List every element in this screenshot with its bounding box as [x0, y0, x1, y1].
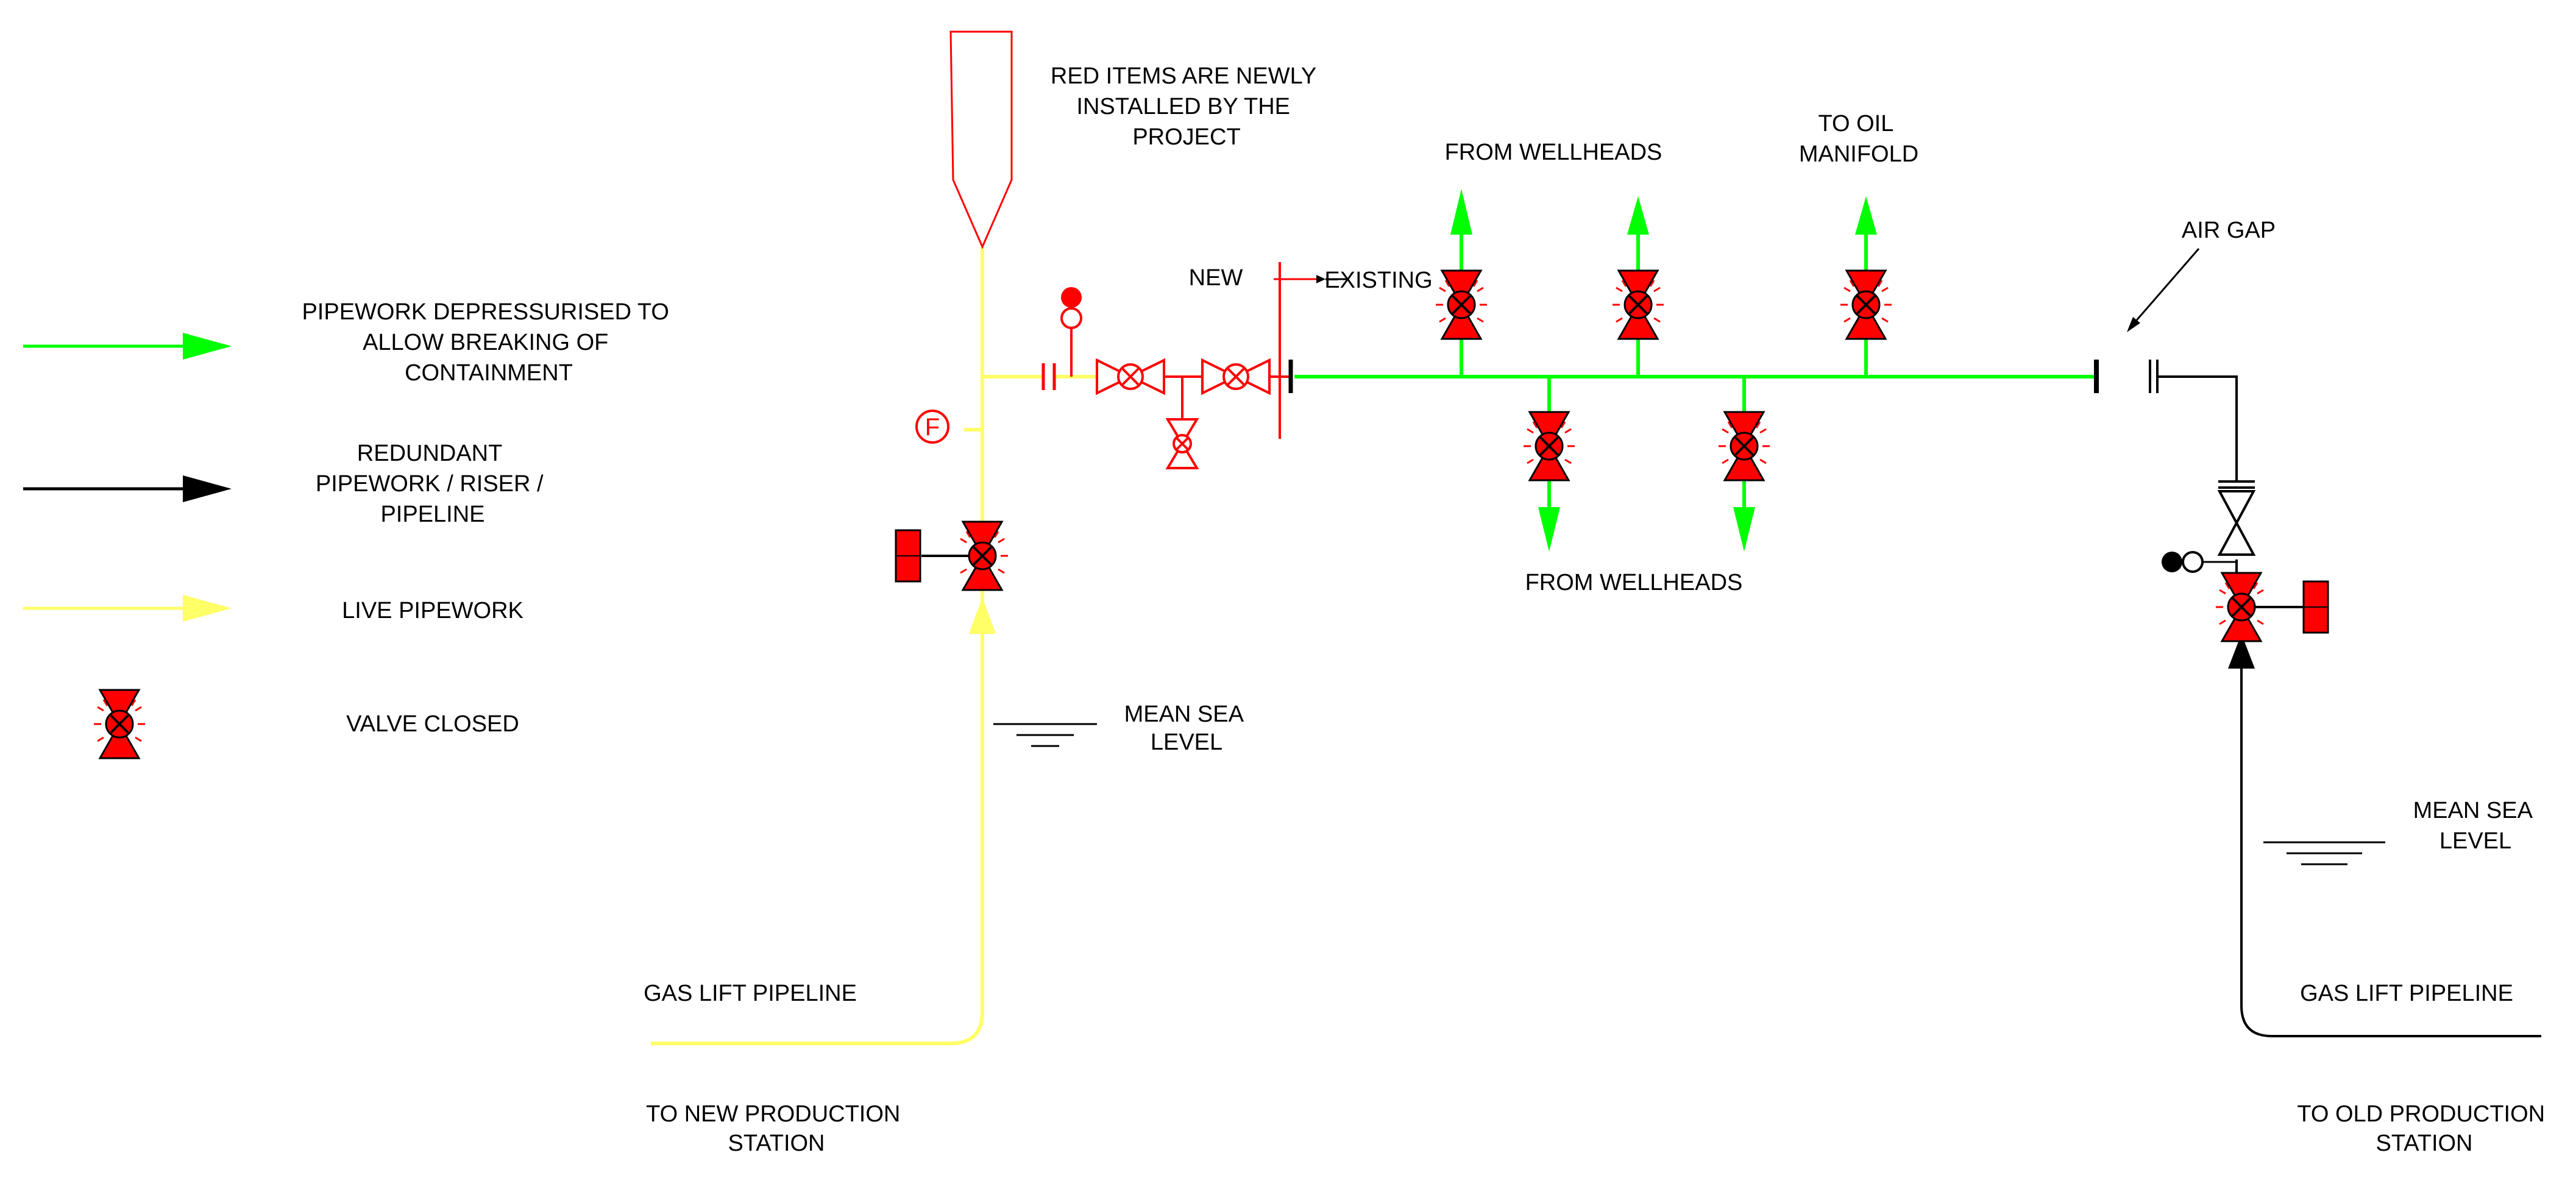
label-new: NEW	[1189, 265, 1243, 291]
sea-level-symbol-right	[2263, 841, 2385, 865]
insulating-flange	[1041, 363, 1056, 390]
actuator-left	[895, 529, 969, 583]
label-from-wellheads-top: FROM WELLHEADS	[1445, 140, 1662, 165]
legend-closed-valve-icon	[94, 689, 145, 759]
air-gap-flanges	[2094, 360, 2159, 393]
legend-redundant-label: REDUNDANT PIPEWORK / RISER / PIPELINE	[316, 441, 550, 527]
closed-valve-wellhead-3	[1524, 411, 1575, 481]
closed-valve-wellhead-1	[1436, 269, 1487, 340]
label-to-oil-manifold: TO OIL MANIFOLD	[1799, 111, 1918, 167]
flare-stack	[949, 30, 1013, 249]
svg-text:F: F	[925, 414, 940, 441]
live-gas-lift-pipeline	[651, 247, 1115, 1045]
actuator-right	[2255, 580, 2329, 634]
label-existing: EXISTING	[1324, 268, 1432, 293]
redundant-riser	[2159, 375, 2541, 1037]
isolation-valve-open-2	[1201, 358, 1271, 396]
label-air-gap: AIR GAP	[2182, 218, 2276, 243]
closed-valve-wellhead-4	[1719, 411, 1770, 481]
label-to-new-production-station: TO NEW PRODUCTION STATION	[646, 1101, 907, 1156]
label-to-old-production-station: TO OLD PRODUCTION STATION	[2297, 1101, 2551, 1156]
vent-valve-open	[1165, 418, 1199, 469]
redundant-flow-arrow	[2228, 634, 2255, 669]
isolation-valve-open-1	[1096, 358, 1165, 396]
sea-level-symbol-left	[993, 723, 1097, 747]
label-gas-lift-pipeline-right: GAS LIFT PIPELINE	[2300, 981, 2513, 1006]
note-red-items: RED ITEMS ARE NEWLY INSTALLED BY THE PRO…	[1051, 63, 1322, 150]
closed-valve-riser-left	[957, 520, 1008, 591]
legend-live-arrow	[23, 595, 232, 622]
depressurised-flow-arrows	[1450, 189, 1877, 552]
label-from-wellheads-bottom: FROM WELLHEADS	[1525, 570, 1743, 595]
legend-depressurised-arrow	[23, 333, 232, 360]
position-indicator	[2162, 551, 2237, 573]
closed-valve-oil-manifold	[1840, 269, 1892, 340]
air-gap-leader	[2133, 248, 2200, 324]
label-gas-lift-pipeline-left: GAS LIFT PIPELINE	[644, 981, 857, 1006]
boundary-pointer-arrowhead	[1316, 275, 1325, 283]
label-mean-sea-level-left: MEAN SEA LEVEL	[1124, 702, 1249, 755]
air-gap-leader-arrowhead	[2127, 317, 2140, 332]
legend-valve-closed-label: VALVE CLOSED	[346, 711, 519, 737]
live-flow-arrow	[969, 597, 996, 634]
legend-depressurised-label: PIPEWORK DEPRESSURISED TO ALLOW BREAKING…	[302, 299, 675, 386]
check-valve	[2217, 480, 2256, 556]
closed-valve-riser-right	[2216, 572, 2267, 642]
flow-meter-instrument: F	[915, 410, 949, 444]
closed-valve-wellhead-2	[1613, 269, 1664, 340]
label-mean-sea-level-right: MEAN SEA LEVEL	[2413, 798, 2538, 854]
legend: PIPEWORK DEPRESSURISED TO ALLOW BREAKING…	[23, 299, 675, 759]
pressure-gauge	[1060, 287, 1082, 377]
legend-live-label: LIVE PIPEWORK	[342, 598, 523, 623]
legend-redundant-arrow	[23, 475, 232, 502]
